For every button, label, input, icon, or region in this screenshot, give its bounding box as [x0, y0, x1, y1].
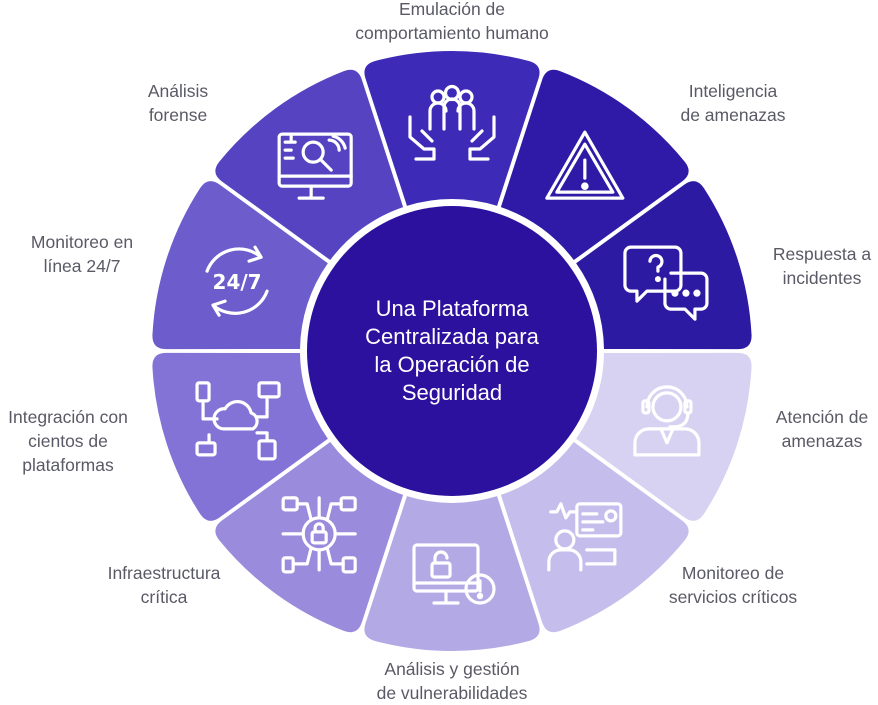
- segment-emulacion: [364, 51, 540, 206]
- network-lock-icon: [281, 496, 357, 574]
- center-title: Una Plataforma Centralizada para la Oper…: [337, 295, 567, 407]
- label-line: crítica: [140, 587, 188, 607]
- label-line: Atención de: [775, 407, 869, 427]
- label-atencion: Atención de amenazas: [776, 405, 868, 453]
- label-line: de vulnerabilidades: [376, 683, 528, 703]
- label-respuesta: Respuesta a incidentes: [773, 242, 871, 290]
- headset-agent-icon: [633, 385, 701, 457]
- segment-monitoreo-24-7: [152, 181, 328, 350]
- label-line: Monitoreo en: [30, 232, 134, 252]
- segment-forense: [215, 69, 404, 261]
- label-line: incidentes: [782, 268, 862, 288]
- center-title-line: la Operación de: [374, 352, 530, 377]
- label-forense: Análisis forense: [148, 79, 208, 127]
- icons-layer: 24/7: [195, 84, 709, 605]
- label-monitoreo-servicios: Monitoreo de servicios críticos: [669, 561, 797, 609]
- label-line: Respuesta a: [772, 244, 872, 264]
- label-line: línea 24/7: [43, 256, 121, 276]
- label-line: cientos de: [28, 431, 108, 451]
- label-line: plataformas: [22, 455, 114, 475]
- label-inteligencia: Inteligencia de amenazas: [680, 79, 785, 127]
- segment-infraestructura: [215, 441, 404, 633]
- label-monitoreo-24-7: Monitoreo en línea 24/7: [31, 230, 133, 278]
- segment-vulnerabilidades: [364, 496, 540, 651]
- forensic-monitor-icon: [277, 132, 353, 200]
- label-line: forense: [148, 105, 208, 125]
- label-line: Inteligencia: [688, 81, 778, 101]
- center-title-line: Una Plataforma: [375, 296, 529, 321]
- center-title-line: Seguridad: [401, 380, 503, 405]
- label-line: Infraestructura: [107, 563, 221, 583]
- segment-respuesta: [576, 181, 752, 350]
- label-line: Análisis: [147, 81, 209, 101]
- label-line: Análisis y gestión: [384, 659, 520, 679]
- monitoring-operator-icon: [547, 502, 623, 572]
- label-line: amenazas: [781, 431, 863, 451]
- people-hands-icon: [408, 84, 496, 161]
- label-line: comportamiento humano: [355, 23, 549, 43]
- chat-bubbles-icon: [623, 245, 709, 321]
- label-vulnerabilidades: Análisis y gestión de vulnerabilidades: [377, 657, 528, 705]
- label-line: Emulación de: [398, 0, 506, 19]
- label-line: Integración con: [8, 407, 128, 427]
- label-line: de amenazas: [680, 105, 786, 125]
- center-title-line: Centralizada para: [365, 324, 539, 349]
- label-infraestructura: Infraestructura crítica: [108, 561, 221, 609]
- cloud-network-icon: [195, 381, 281, 461]
- monitor-lock-alert-icon: [412, 543, 496, 605]
- clock-24-7-icon: 24/7: [205, 245, 269, 317]
- label-line: servicios críticos: [668, 587, 798, 607]
- segment-inteligencia: [500, 69, 689, 261]
- warning-triangle-icon: [545, 130, 625, 200]
- center-circle: [307, 206, 597, 496]
- icon-badge-text: 24/7: [213, 270, 262, 294]
- label-emulacion: Emulación de comportamiento humano: [355, 0, 549, 45]
- label-integracion: Integración con cientos de plataformas: [8, 405, 128, 477]
- label-line: Monitoreo de: [681, 563, 785, 583]
